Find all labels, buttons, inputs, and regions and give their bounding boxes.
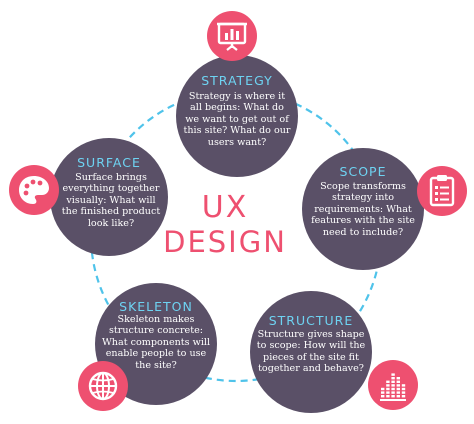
center-title: UX DESIGN [150,192,300,260]
paint-palette-icon [9,165,59,215]
strategy-title: STRATEGY [201,73,273,88]
structure-title: STRUCTURE [268,313,354,328]
strategy-node: STRATEGY Strategy is where it all begins… [176,55,298,177]
strategy-description: Strategy is where it all begins: What do… [183,91,291,148]
scope-node: SCOPE Scope transforms strategy into req… [302,148,424,270]
globe-icon [78,361,128,411]
structure-description: Structure gives shape to scope: How will… [256,329,366,375]
scope-title: SCOPE [339,164,387,179]
center-title-line2: DESIGN [163,225,287,259]
presentation-board-icon [207,11,257,61]
scope-description: Scope transforms strategy into requireme… [311,181,415,238]
center-title-line1: UX [201,190,249,225]
structure-node: STRUCTURE Structure gives shape to scope… [250,291,372,413]
equalizer-bars-icon [368,360,418,410]
clipboard-checklist-icon [417,166,467,216]
surface-description: Surface brings everything together visua… [61,172,161,229]
skeleton-title: SKELETON [119,299,193,314]
surface-title: SURFACE [77,155,141,170]
surface-node: SURFACE Surface brings everything togeth… [50,138,168,256]
skeleton-description: Skeleton makes structure concrete: What … [101,314,211,371]
